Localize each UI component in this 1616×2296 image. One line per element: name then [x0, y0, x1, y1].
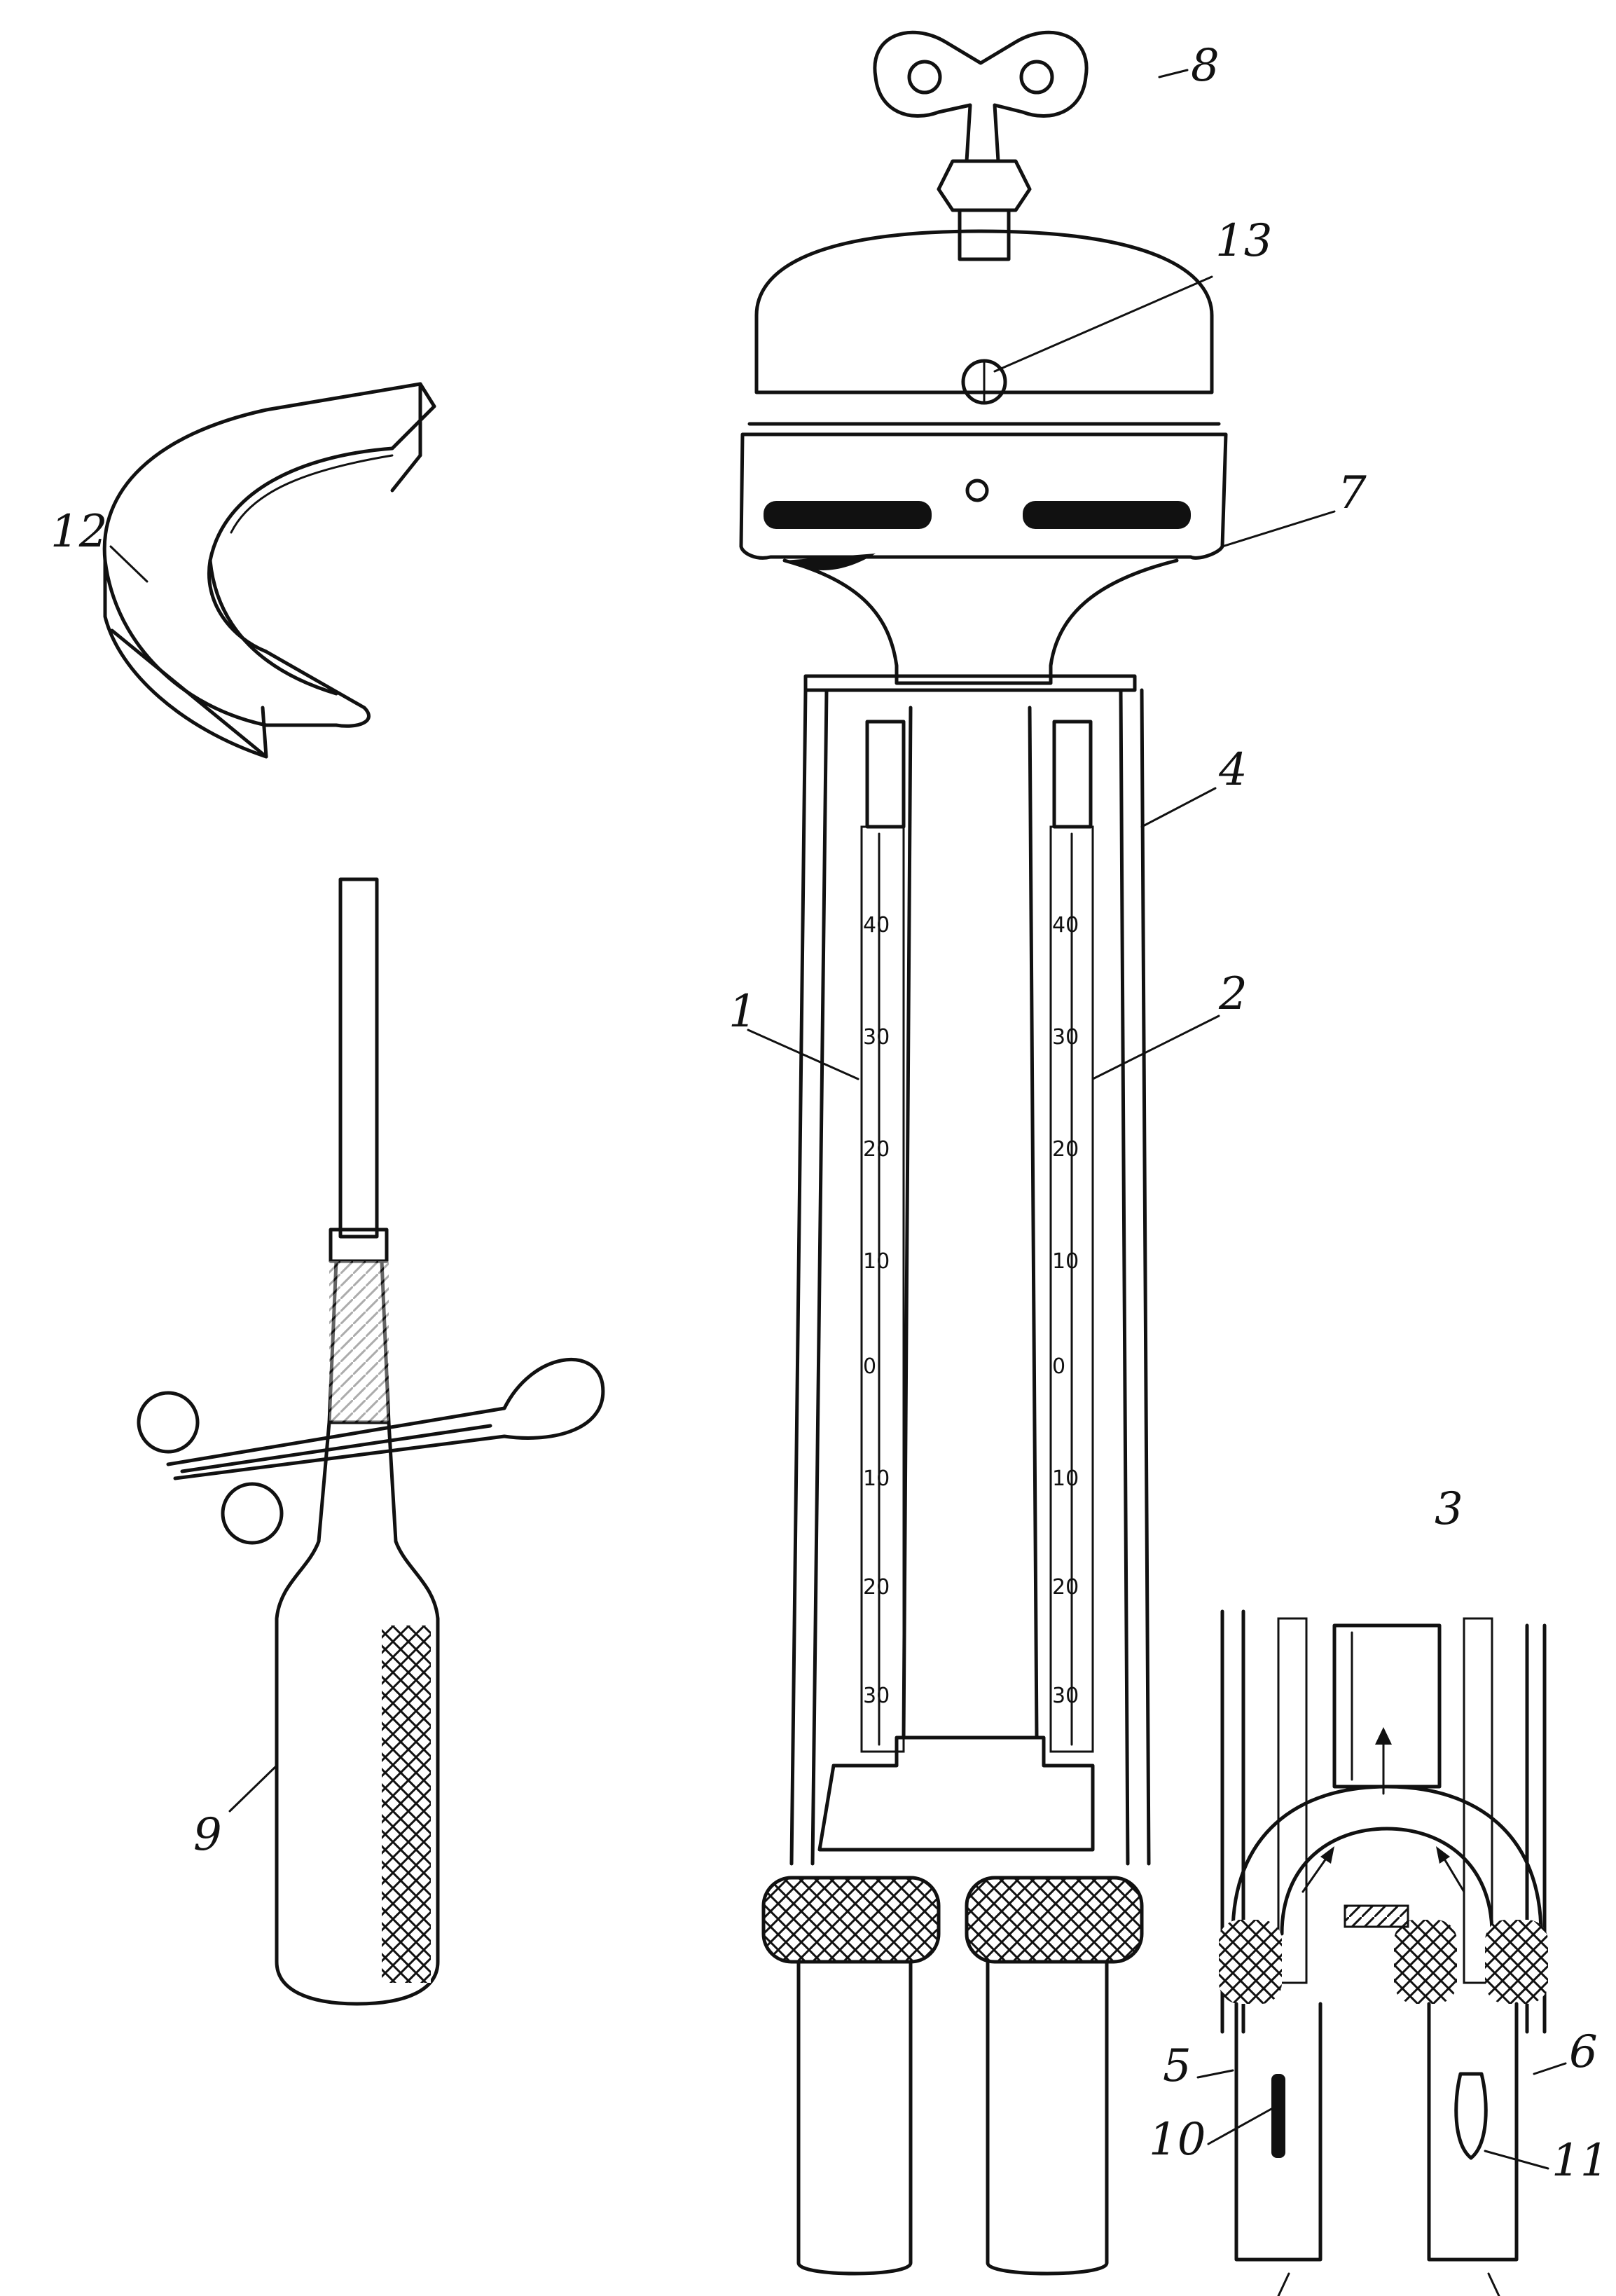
- clip-part: [102, 382, 436, 759]
- scale-label: 30: [863, 1025, 890, 1050]
- callout-5: 5: [1163, 2040, 1192, 2092]
- callout-12: 12: [50, 506, 107, 558]
- section-detail: [1219, 1609, 1548, 2296]
- scale-label: 20: [1052, 1137, 1079, 1162]
- callout-10: 10: [1149, 2114, 1206, 2166]
- callout-4: 4: [1218, 744, 1248, 796]
- wet-thermometer-2: 40 30 20 10 0 10 20 30: [1049, 825, 1094, 1753]
- leader-lines: [109, 69, 1567, 2170]
- callout-7: 7: [1338, 467, 1367, 519]
- dry-thermometer-1: 40 30 20 10 0 10 20 30: [860, 825, 905, 1753]
- scale-label: 0: [1052, 1354, 1065, 1379]
- scale-label: 20: [863, 1575, 890, 1600]
- callout-3: 3: [1435, 1483, 1463, 1535]
- psychrometer-body: 40 30 20 10 0 10 20 30 40 30 20 10 0 10 …: [739, 30, 1228, 2276]
- callout-11: 11: [1552, 2135, 1608, 2187]
- callout-1: 1: [728, 986, 757, 1038]
- scale-label: 20: [1052, 1575, 1079, 1600]
- winding-key-part: [137, 877, 605, 2006]
- scale-label: 10: [1052, 1249, 1079, 1274]
- callout-9: 9: [193, 1809, 222, 1861]
- scale-label: 30: [1052, 1684, 1079, 1708]
- scale-label: 30: [863, 1684, 890, 1708]
- scale-label: 10: [1052, 1466, 1079, 1491]
- winding-key-8: [873, 30, 1089, 261]
- callout-6: 6: [1569, 2026, 1598, 2078]
- scale-label: 30: [1052, 1025, 1079, 1050]
- scale-label: 20: [863, 1137, 890, 1162]
- scale-label: 40: [1052, 913, 1079, 937]
- scale-label: 0: [863, 1354, 876, 1379]
- scale-label: 10: [863, 1466, 890, 1491]
- callout-2: 2: [1218, 968, 1248, 1020]
- callout-8: 8: [1191, 40, 1220, 92]
- scale-label: 40: [863, 913, 890, 937]
- scale-label: 10: [863, 1249, 890, 1274]
- callout-13: 13: [1215, 215, 1272, 267]
